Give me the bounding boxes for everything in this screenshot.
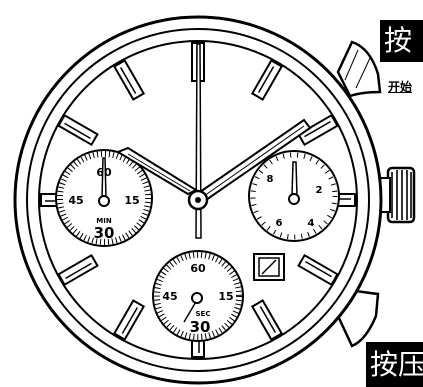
subdial-24h-6: 6 — [276, 218, 283, 229]
subdial-min-30: 30 — [94, 224, 115, 242]
top-pusher — [336, 40, 382, 98]
subdial-min-hand — [101, 157, 107, 199]
subdial-24h-2: 2 — [316, 185, 323, 196]
top-button-label: 按 — [380, 20, 423, 62]
center-pivot — [187, 189, 209, 211]
subdial-minutes: 60 45 15 MIN 30 — [55, 149, 153, 247]
bottom-button-label: 按压 — [366, 342, 423, 387]
subdial-seconds: 60 45 15 SEC 30 — [152, 250, 244, 342]
subdial-sec-hand — [183, 299, 198, 323]
top-button-caption: 开始 — [388, 80, 413, 94]
subdial-24h: 8 2 6 4 — [248, 150, 340, 242]
subdial-min-45: 45 — [68, 194, 83, 207]
subdial-min-unit: MIN — [96, 217, 112, 225]
subdial-24h-4: 4 — [308, 218, 315, 229]
subdial-sec-60: 60 — [190, 262, 206, 275]
date-window-icon — [253, 253, 285, 281]
subdial-24h-8: 8 — [267, 174, 274, 185]
subdial-sec-30: 30 — [190, 318, 211, 336]
subdial-sec-45: 45 — [162, 290, 177, 303]
subdial-sec-unit: SEC — [196, 310, 211, 318]
subdial-24h-hand — [291, 161, 298, 197]
second-hand — [195, 43, 202, 239]
subdial-sec-15: 15 — [218, 290, 233, 303]
subdial-min-15: 15 — [124, 194, 139, 207]
